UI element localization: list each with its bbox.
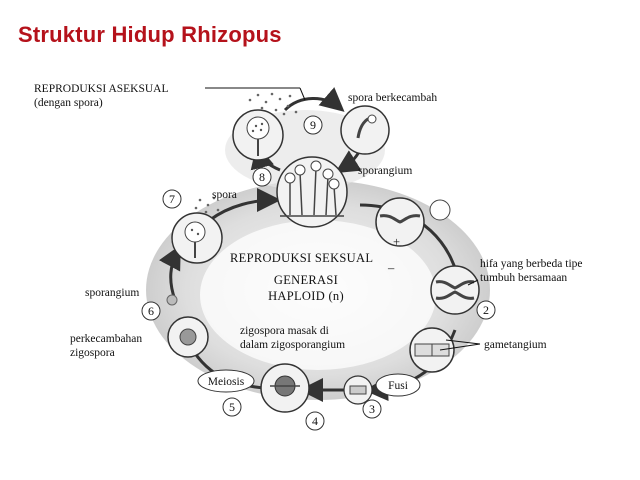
spore-germinating-cell	[340, 105, 390, 155]
haploid-ring-inner	[200, 220, 436, 370]
sporangium-top-label: sporangium	[358, 165, 412, 177]
perkecambahan-label-line1: perkecambahan	[70, 333, 142, 345]
perkecambahan-label-line2: zigospora	[70, 347, 115, 359]
step-7: 7	[162, 189, 182, 209]
step-2-number: 2	[483, 303, 489, 317]
meiosis-label: Meiosis	[208, 376, 245, 388]
spora-cell	[171, 212, 223, 264]
step-4: 4	[305, 411, 325, 431]
fusion-cell	[343, 375, 373, 405]
gametangium-cell	[409, 327, 455, 373]
hyphae-contact-cell	[375, 197, 425, 247]
generasi-label-line1: GENERASI	[274, 273, 338, 287]
step-5-number: 5	[229, 400, 235, 414]
empty-step-circle	[429, 199, 451, 221]
hifa-label-line1: hifa yang berbeda tipe	[480, 258, 583, 270]
minus-sign: –	[387, 261, 395, 275]
step-6: 6	[141, 301, 161, 321]
step-2: 2	[476, 300, 496, 320]
step-6-number: 6	[148, 304, 154, 318]
step-3-number: 3	[369, 402, 375, 416]
spora-berkecambah-label: spora berkecambah	[348, 92, 437, 104]
asexual-pointer-line-2	[299, 87, 306, 101]
step-9: 9	[303, 115, 323, 135]
hifa-pointer	[467, 279, 479, 286]
zigospora-label-line1: zigospora masak di	[240, 325, 329, 337]
step-3: 3	[362, 399, 382, 419]
zygospore-germination-cell	[167, 316, 209, 358]
plus-sign: +	[393, 235, 400, 249]
asexual-label-line2: (dengan spora)	[34, 97, 103, 109]
sporangium-dot	[166, 294, 178, 306]
sporangium-left-label: sporangium	[85, 287, 139, 299]
gametangium-pointer-2	[445, 339, 481, 345]
step-5: 5	[222, 397, 242, 417]
step-4-number: 4	[312, 414, 318, 428]
step-8: 8	[252, 167, 272, 187]
asexual-arrow-top	[283, 87, 345, 112]
sporangium-releasing-cell	[232, 109, 284, 161]
hyphae-cell	[430, 265, 480, 315]
meiosis-oval	[197, 369, 255, 393]
step-9-number: 9	[310, 118, 316, 132]
fusi-label: Fusi	[388, 380, 408, 392]
spora-label: spora	[212, 189, 237, 201]
fusi-oval	[375, 373, 421, 397]
gametangium-pointer-1	[439, 343, 481, 351]
sexual-label: REPRODUKSI SEKSUAL	[230, 251, 373, 265]
page-title: Struktur Hidup Rhizopus	[18, 22, 282, 47]
zigospora-label-line2: dalam zigosporangium	[240, 339, 345, 351]
step-7-number: 7	[169, 192, 175, 206]
sporangium-cluster-cell	[276, 156, 348, 228]
cycle-arrow-left-up	[209, 188, 281, 222]
asexual-label-line1: REPRODUKSI ASEKSUAL	[34, 83, 169, 95]
step-8-number: 8	[259, 170, 265, 184]
generasi-label-line2: HAPLOID (n)	[268, 289, 344, 303]
spores-left	[194, 196, 220, 214]
hifa-label-line2: tumbuh bersamaan	[480, 272, 567, 284]
gametangium-label: gametangium	[484, 339, 547, 351]
mature-zygospore-cell	[260, 363, 310, 413]
